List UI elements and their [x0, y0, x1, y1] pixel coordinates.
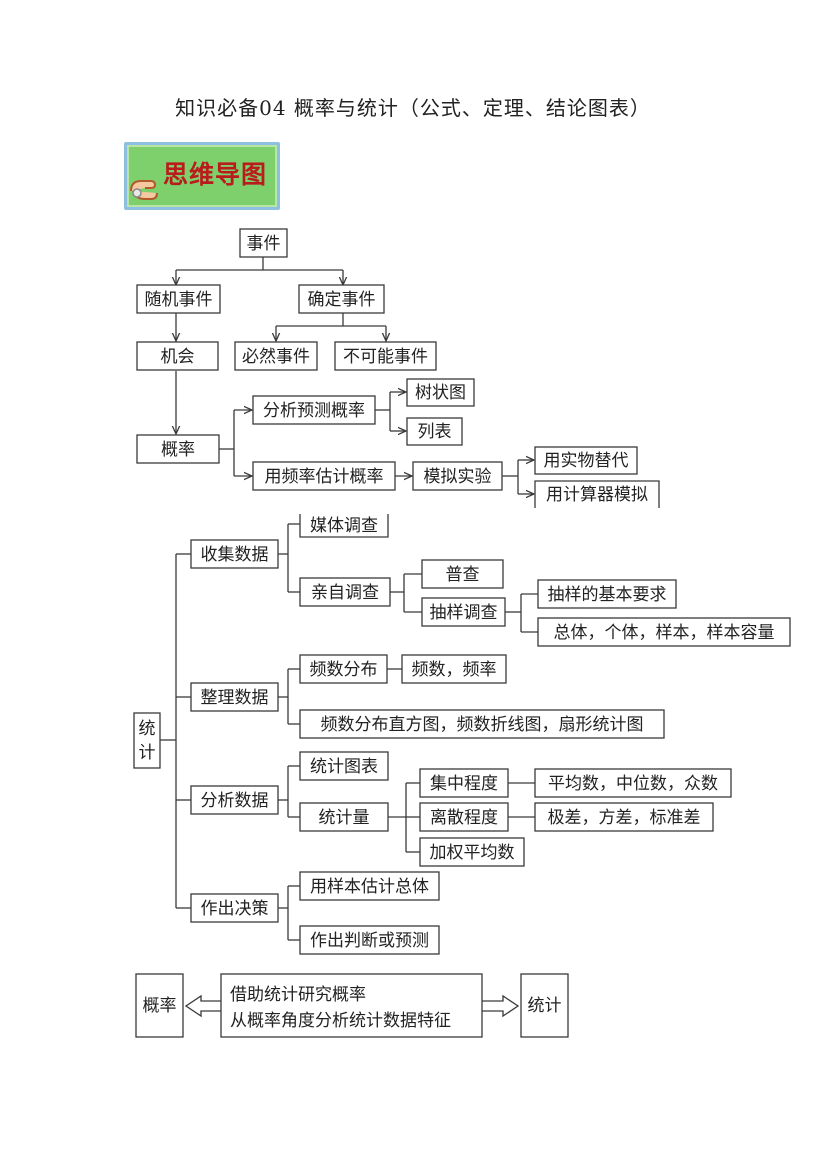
- node-relation-probability: 概率: [135, 973, 184, 1038]
- node-sampling-survey: 抽样调查: [421, 597, 506, 627]
- svg-text:不可能事件: 不可能事件: [343, 347, 428, 367]
- node-weighted-mean: 加权平均数: [419, 837, 525, 867]
- probability-connectors: [176, 257, 534, 494]
- svg-text:总体，个体，样本，样本容量: 总体，个体，样本，样本容量: [554, 623, 775, 643]
- svg-text:频数分布直方图，频数折线图，扇形统计图: 频数分布直方图，频数折线图，扇形统计图: [321, 715, 644, 735]
- node-dispersion: 离散程度: [419, 802, 509, 832]
- svg-text:用样本估计总体: 用样本估计总体: [310, 877, 429, 897]
- svg-text:加权平均数: 加权平均数: [430, 843, 515, 863]
- node-simulation: 模拟实验: [412, 461, 503, 491]
- node-organize-data: 整理数据: [190, 682, 279, 712]
- svg-text:模拟实验: 模拟实验: [424, 467, 492, 487]
- svg-text:抽样的基本要求: 抽样的基本要求: [548, 585, 667, 605]
- svg-text:统计图表: 统计图表: [310, 757, 378, 777]
- node-computer-simulation: 用计算器模拟: [534, 480, 660, 508]
- node-freq-estimate: 用频率估计概率: [252, 461, 396, 491]
- node-physical-substitute: 用实物替代: [534, 446, 638, 475]
- node-charts: 频数分布直方图，频数折线图，扇形统计图: [299, 709, 665, 739]
- svg-text:媒体调查: 媒体调查: [310, 516, 378, 536]
- svg-text:极差，方差，标准差: 极差，方差，标准差: [548, 808, 701, 828]
- node-sampling-requirements: 抽样的基本要求: [537, 579, 677, 609]
- node-probability: 概率: [136, 434, 220, 464]
- svg-text:抽样调查: 抽样调查: [430, 603, 498, 623]
- svg-text:统: 统: [139, 719, 156, 739]
- svg-text:频数分布: 频数分布: [310, 660, 378, 680]
- node-freq-and-rate: 频数，频率: [401, 654, 507, 684]
- document-title: 知识必备04 概率与统计（公式、定理、结论图表）: [175, 96, 651, 120]
- svg-text:确定事件: 确定事件: [308, 290, 376, 310]
- svg-text:计: 计: [139, 743, 156, 763]
- node-estimate-population: 用样本估计总体: [299, 871, 440, 901]
- statistics-connectors: [160, 523, 538, 941]
- svg-text:概率: 概率: [161, 440, 195, 460]
- node-central-tendency: 集中程度: [419, 768, 509, 798]
- svg-text:作出决策: 作出决策: [201, 899, 269, 919]
- svg-text:概率: 概率: [143, 996, 177, 1016]
- node-population-terms: 总体，个体，样本，样本容量: [537, 617, 791, 647]
- node-certain-event: 确定事件: [298, 284, 385, 314]
- svg-text:用计算器模拟: 用计算器模拟: [546, 485, 648, 505]
- node-relation-statistics: 统计: [520, 973, 569, 1038]
- svg-text:从概率角度分析统计数据特征: 从概率角度分析统计数据特征: [230, 1011, 451, 1031]
- svg-text:整理数据: 整理数据: [201, 688, 269, 708]
- svg-text:平均数，中位数，众数: 平均数，中位数，众数: [548, 774, 718, 794]
- pointing-hand-icon: [130, 180, 158, 200]
- badge-label: 思维导图: [163, 160, 268, 189]
- node-judge-predict: 作出判断或预测: [299, 925, 440, 955]
- node-statistic: 统计量: [299, 802, 389, 832]
- svg-text:统计量: 统计量: [319, 808, 370, 828]
- svg-text:必然事件: 必然事件: [242, 347, 310, 367]
- svg-text:事件: 事件: [247, 234, 281, 254]
- mind-map-badge: 思维导图: [124, 142, 280, 210]
- svg-text:借助统计研究概率: 借助统计研究概率: [230, 985, 366, 1005]
- svg-text:离散程度: 离散程度: [430, 808, 498, 828]
- node-dispersion-measures: 极差，方差，标准差: [534, 802, 714, 832]
- node-impossible-event: 不可能事件: [334, 341, 437, 371]
- node-stat-charts: 统计图表: [299, 751, 389, 781]
- svg-text:分析数据: 分析数据: [201, 791, 269, 811]
- svg-text:机会: 机会: [161, 347, 195, 367]
- node-random-event: 随机事件: [136, 284, 221, 314]
- node-chance: 机会: [136, 341, 219, 371]
- svg-text:统计: 统计: [528, 996, 562, 1016]
- double-arrow-left-icon: [184, 994, 221, 1018]
- svg-text:分析预测概率: 分析预测概率: [263, 401, 365, 421]
- node-tree-diagram: 树状图: [406, 378, 475, 407]
- node-freq-distribution: 频数分布: [299, 654, 388, 684]
- svg-text:收集数据: 收集数据: [201, 545, 269, 565]
- svg-text:用实物替代: 用实物替代: [544, 451, 629, 471]
- node-central-measures: 平均数，中位数，众数: [534, 768, 732, 798]
- svg-text:随机事件: 随机事件: [145, 290, 213, 310]
- svg-text:用频率估计概率: 用频率估计概率: [265, 467, 384, 487]
- node-personal-survey: 亲自调查: [299, 577, 391, 607]
- double-arrow-right-icon: [482, 994, 520, 1018]
- node-census: 普查: [421, 559, 504, 589]
- node-analyze-predict: 分析预测概率: [252, 395, 376, 425]
- node-statistics-root: 统 计: [133, 712, 161, 769]
- node-list-table: 列表: [406, 417, 463, 446]
- svg-text:列表: 列表: [418, 422, 452, 442]
- node-make-decision: 作出决策: [190, 893, 279, 923]
- svg-text:频数，频率: 频数，频率: [412, 660, 497, 680]
- node-relation-middle: 借助统计研究概率 从概率角度分析统计数据特征: [220, 973, 483, 1038]
- node-media-survey: 媒体调查: [299, 514, 389, 538]
- node-analyze-data: 分析数据: [190, 785, 279, 815]
- node-inevitable-event: 必然事件: [234, 341, 318, 371]
- node-collect-data: 收集数据: [190, 539, 279, 569]
- svg-text:作出判断或预测: 作出判断或预测: [310, 931, 429, 951]
- svg-text:普查: 普查: [446, 565, 480, 585]
- svg-text:亲自调查: 亲自调查: [311, 583, 379, 603]
- svg-text:树状图: 树状图: [415, 383, 466, 403]
- svg-text:集中程度: 集中程度: [430, 774, 498, 794]
- node-event: 事件: [239, 228, 288, 258]
